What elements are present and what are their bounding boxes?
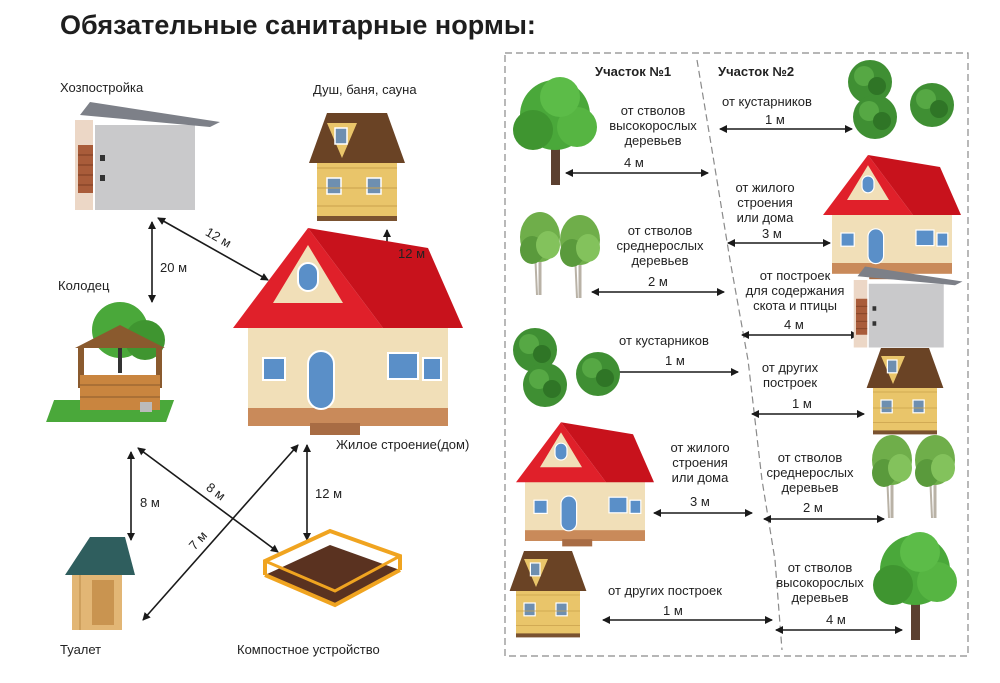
r5-left-dist: 1 м [663, 603, 683, 618]
house-illustration [232, 227, 464, 436]
bush-right-2 [853, 95, 897, 139]
label-toilet: Туалет [60, 642, 102, 657]
compost-illustration [263, 528, 402, 608]
bath-illustration [308, 112, 406, 222]
right-arrows [565, 125, 903, 634]
house-left [515, 421, 655, 548]
well-illustration [46, 302, 175, 422]
r1-right-text: от кустарников [722, 94, 812, 109]
label-compost: Компостное устройство [237, 642, 380, 657]
toilet-illustration [65, 537, 135, 630]
tall-tree-left [513, 77, 597, 185]
label-bath: Душ, баня, сауна [313, 82, 417, 97]
r5-right-dist: 2 м [803, 500, 823, 515]
r3-left-dist: 1 м [665, 353, 685, 368]
label-outbuilding: Хозпостройка [60, 80, 144, 95]
tall-tree-right [873, 532, 957, 640]
medium-tree-left-2 [558, 213, 602, 300]
outbuilding-left [509, 550, 588, 639]
r3-left-text: от кустарников [619, 333, 709, 348]
page-title: Обязательные санитарные нормы: [60, 10, 536, 40]
r1-right-dist: 1 м [765, 112, 785, 127]
plot-boundary [696, 59, 783, 651]
dist-bath-house: 12 м [398, 246, 426, 261]
r6-right-dist: 4 м [826, 612, 846, 627]
outbuilding-illustration [74, 101, 221, 211]
plot2-header: Участок №2 [718, 64, 795, 79]
bush-right-3 [910, 83, 954, 127]
r2-left-dist: 2 м [648, 274, 668, 289]
medium-tree-right-1 [870, 433, 914, 520]
bush-left-2 [523, 363, 567, 407]
r5-left-text: от других построек [608, 583, 722, 598]
r4-left-dist: 3 м [690, 494, 710, 509]
dist-well-toilet: 8 м [140, 495, 160, 510]
label-house: Жилое строение(дом) [336, 437, 470, 452]
house-right [822, 154, 962, 280]
bush-left-3 [576, 352, 620, 396]
arrow-toilet-house [142, 444, 299, 621]
r3-right-dist: 4 м [784, 317, 804, 332]
medium-tree-left-1 [518, 210, 562, 297]
r1-left-dist: 4 м [624, 155, 644, 170]
plot1-header: Участок №1 [595, 64, 672, 79]
medium-tree-right-2 [913, 433, 957, 520]
r2-right-dist: 3 м [762, 226, 782, 241]
dist-outbuilding-well: 20 м [160, 260, 188, 275]
plots-frame [504, 52, 969, 657]
dist-house-compost: 12 м [315, 486, 343, 501]
other-building-right [865, 347, 945, 435]
label-well: Колодец [58, 278, 110, 293]
r4-right-dist: 1 м [792, 396, 812, 411]
arrow-outbuilding-house [157, 217, 269, 281]
